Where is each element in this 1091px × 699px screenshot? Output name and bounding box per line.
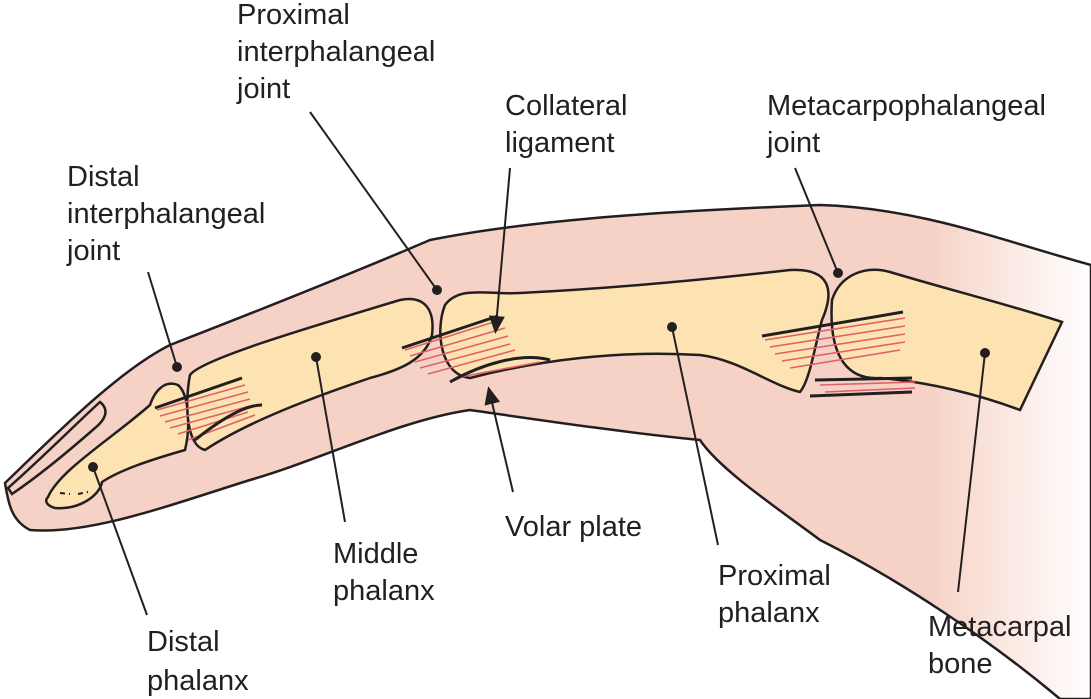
label-collateral-ligament: Collateral ligament xyxy=(505,90,636,159)
label-middle-phalanx: Middle phalanx xyxy=(333,538,435,607)
distal-phalanx-bone xyxy=(45,382,190,510)
mcp-collateral-ligament xyxy=(761,310,916,398)
label-metacarpal-bone: Metacarpal bone xyxy=(928,611,1080,680)
leader-lines xyxy=(88,111,990,616)
metacarpal-bone xyxy=(830,268,1064,412)
label-mcp-joint: Metacarpophalangeal joint xyxy=(766,90,1054,159)
fingernail xyxy=(6,400,107,496)
label-distal-phalanx: Distal phalanx xyxy=(147,626,249,697)
label-pip-joint: Proximal interphalangeal joint xyxy=(236,0,443,105)
middle-phalanx-bone xyxy=(186,297,434,452)
label-proximal-phalanx: Proximal phalanx xyxy=(718,560,839,629)
dip-collateral-ligament xyxy=(154,376,263,442)
label-volar-plate: Volar plate xyxy=(505,511,642,543)
label-dip-joint: Distal interphalangeal joint xyxy=(66,161,273,267)
